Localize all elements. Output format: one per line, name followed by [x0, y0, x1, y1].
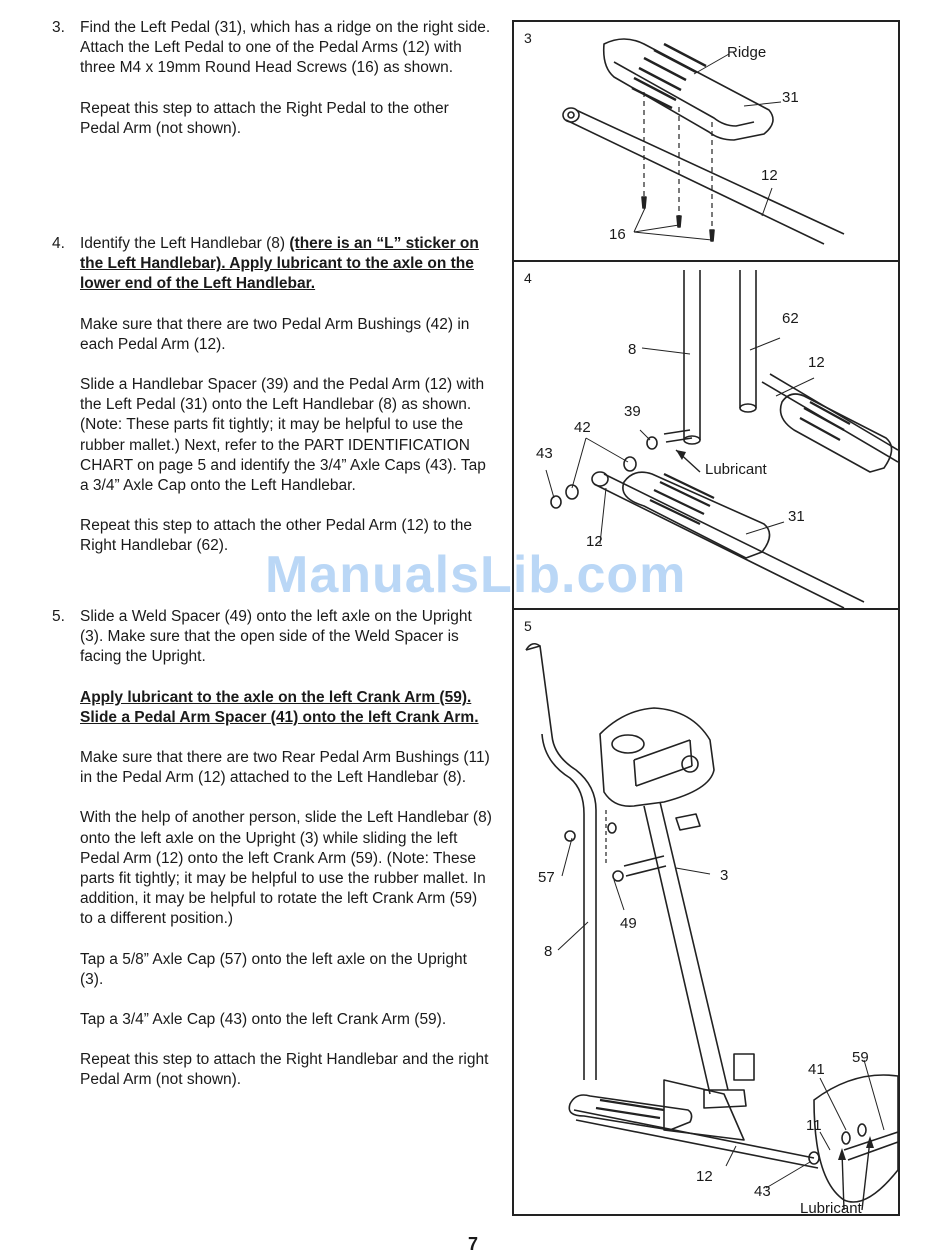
callout-crank-cap: 43	[754, 1183, 771, 1200]
step-paragraph: With the help of another person, slide t…	[80, 809, 492, 928]
step-paragraph: Make sure that there are two Rear Pedal …	[80, 749, 490, 787]
figure-number: 4	[524, 270, 532, 286]
figure-3: 3 Ridge 31 12 16	[514, 22, 898, 262]
callout-lubricant: Lubricant	[800, 1200, 862, 1217]
callout-arm: 12	[586, 533, 603, 550]
step-paragraph: Repeat this step to attach the other Ped…	[80, 517, 473, 555]
step-paragraph: Tap a 3/4” Axle Cap (43) onto the left C…	[80, 1011, 447, 1029]
callout-pedal-arm: 12	[696, 1168, 713, 1185]
step-intro-emphasis: (there is an “L” sticker on the Left Han…	[80, 235, 479, 293]
callout-screws: 16	[609, 226, 626, 243]
figure-4: 4 62 8 12 39 42 43 Lubricant 31 12	[514, 262, 898, 610]
callout-right-handlebar: 62	[782, 310, 799, 327]
watermark: ManualsLib.com	[265, 546, 687, 604]
step-5: 5. Slide a Weld Spacer (49) onto the lef…	[52, 607, 492, 1111]
step-paragraph: Find the Left Pedal (31), which has a ri…	[80, 19, 491, 77]
callout-ridge: Ridge	[727, 44, 767, 61]
step-paragraph: Make sure that there are two Pedal Arm B…	[80, 315, 470, 353]
callout-crank-arm: 59	[852, 1049, 869, 1066]
figure-5: 5 57 3 49 8 59 41 11 12 43 Lubricant	[514, 610, 898, 1217]
figure-column: 3 Ridge 31 12 16	[512, 20, 900, 1217]
callout-spacer: 39	[624, 403, 641, 420]
callout-axle-cap: 57	[538, 869, 555, 886]
callout-pedal: 31	[782, 89, 799, 106]
step-number: 5.	[52, 608, 65, 625]
step-number: 3.	[52, 19, 65, 36]
callout-upright: 3	[720, 867, 729, 884]
figure-number: 5	[524, 618, 532, 634]
handlebar-assembly-drawing	[545, 270, 898, 608]
callout-lubricant: Lubricant	[705, 461, 767, 478]
page-number: 7	[468, 1234, 479, 1254]
callout-weld-spacer: 49	[620, 915, 637, 932]
step-paragraph: Repeat this step to attach the Right Han…	[80, 1051, 489, 1089]
upright-assembly-drawing	[525, 642, 898, 1211]
pedal-assembly-drawing	[562, 38, 845, 245]
step-paragraph: Tap a 5/8” Axle Cap (57) onto the left a…	[80, 950, 467, 988]
figure-number: 3	[524, 30, 532, 46]
callout-bushings: 42	[574, 419, 591, 436]
callout-arm: 12	[761, 167, 778, 184]
step-paragraph: Repeat this step to attach the Right Ped…	[80, 99, 449, 137]
step-number: 4.	[52, 235, 65, 252]
callout-pedal-spacer: 41	[808, 1061, 825, 1078]
callout-handlebar: 8	[544, 943, 553, 960]
callout-right-arm: 12	[808, 354, 825, 371]
step-4: 4. Identify the Left Handlebar (8) (ther…	[52, 234, 492, 577]
callout-rear-bushings: 11	[806, 1117, 822, 1134]
step-3: 3. Find the Left Pedal (31), which has a…	[52, 18, 492, 159]
step-intro: Identify the Left Handlebar (8) (there i…	[80, 234, 492, 295]
step-intro-text: Identify the Left Handlebar (8)	[80, 235, 290, 252]
callout-left-handlebar: 8	[628, 341, 637, 358]
callout-pedal: 31	[788, 508, 805, 525]
step-paragraph: Slide a Weld Spacer (49) onto the left a…	[80, 608, 472, 666]
callout-cap: 43	[536, 445, 553, 462]
step-paragraph: Slide a Handlebar Spacer (39) and the Pe…	[80, 376, 486, 495]
step-emphasis-paragraph: Apply lubricant to the axle on the left …	[80, 688, 479, 726]
